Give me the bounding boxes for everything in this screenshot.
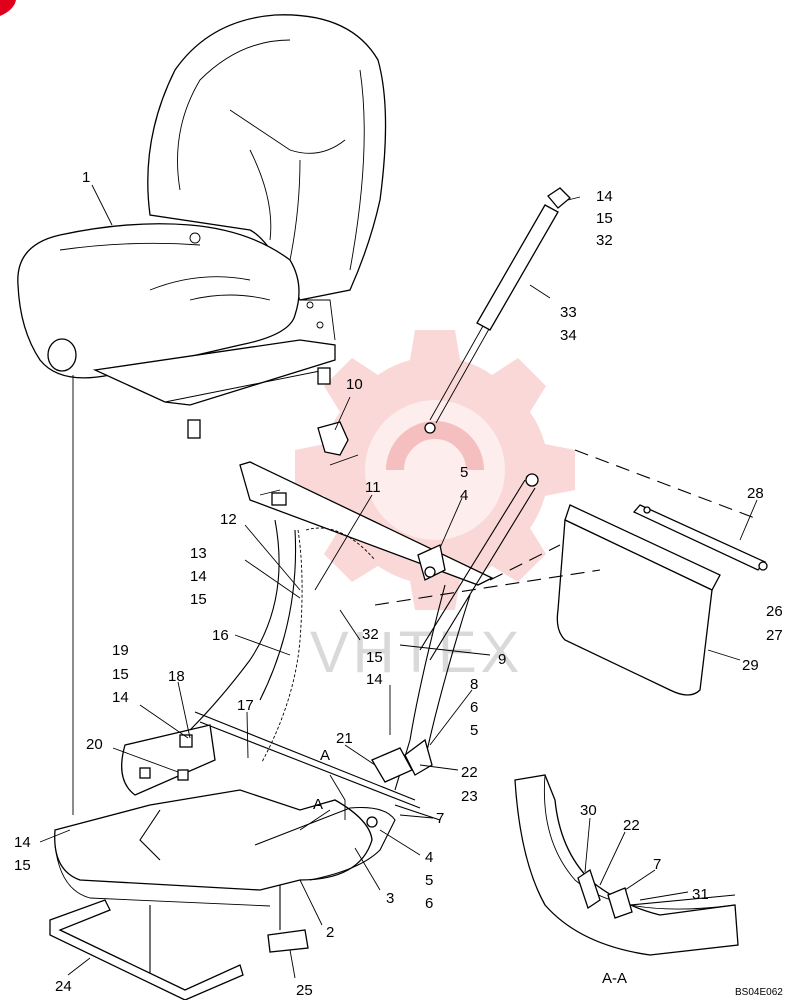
- seat-frame: [49, 461, 539, 1000]
- callout-11: 11: [365, 479, 381, 496]
- callout-14: 14: [190, 568, 207, 585]
- callout-32: 32: [362, 626, 379, 643]
- callout-29: 29: [742, 657, 759, 674]
- callout-19: 19: [112, 642, 129, 659]
- callout-4: 4: [425, 849, 433, 866]
- callout-26: 26: [766, 603, 783, 620]
- callout-13: 13: [190, 545, 207, 562]
- leader-lines: [39, 184, 758, 979]
- callout-32: 32: [596, 232, 613, 249]
- callout-3: 3: [386, 890, 394, 907]
- callout-labels: 1 14 15 32 33 34 10 5 4 11 12 13 14 15 1…: [14, 169, 783, 999]
- callout-5: 5: [470, 722, 478, 739]
- callout-15: 15: [190, 591, 207, 608]
- callout-30: 30: [580, 802, 597, 819]
- callout-14: 14: [596, 188, 613, 205]
- callout-16: 16: [212, 627, 229, 644]
- callout-24: 24: [55, 978, 72, 995]
- callout-5: 5: [425, 872, 433, 889]
- callout-9: 9: [498, 651, 506, 668]
- callout-7: 7: [436, 810, 444, 827]
- bracket-10: [317, 421, 349, 456]
- section-label: A-A: [602, 970, 627, 987]
- callout-4: 4: [460, 487, 468, 504]
- storage-pouch: [556, 504, 768, 696]
- callout-22: 22: [461, 764, 478, 781]
- callout-2: 2: [326, 924, 334, 941]
- callout-22: 22: [623, 817, 640, 834]
- callout-28: 28: [747, 485, 764, 502]
- callout-15: 15: [112, 666, 129, 683]
- callout-14: 14: [14, 834, 31, 851]
- callout-15: 15: [14, 857, 31, 874]
- callout-a: A: [320, 747, 330, 764]
- callout-6: 6: [470, 699, 478, 716]
- callout-5: 5: [460, 464, 468, 481]
- watermark-text: VHTEX: [310, 620, 523, 685]
- callout-12: 12: [220, 511, 237, 528]
- callout-27: 27: [766, 627, 783, 644]
- callout-18: 18: [168, 668, 185, 685]
- corner-mark: [0, 0, 16, 16]
- drawing-code: BS04E062: [735, 987, 783, 998]
- callout-a: A: [313, 796, 323, 813]
- callout-21: 21: [336, 730, 353, 747]
- callout-20: 20: [86, 736, 103, 753]
- callout-1: 1: [82, 169, 90, 186]
- section-detail-a-a: [514, 774, 739, 956]
- gas-strut: [424, 187, 571, 434]
- callout-14: 14: [112, 689, 129, 706]
- callout-8: 8: [470, 676, 478, 693]
- callout-15: 15: [596, 210, 613, 227]
- callout-6: 6: [425, 895, 433, 912]
- callout-23: 23: [461, 788, 478, 805]
- callout-31: 31: [692, 886, 709, 903]
- callout-34: 34: [560, 327, 577, 344]
- callout-33: 33: [560, 304, 577, 321]
- callout-15: 15: [366, 649, 383, 666]
- callout-10: 10: [346, 376, 363, 393]
- callout-17: 17: [237, 697, 254, 714]
- callout-7: 7: [653, 856, 661, 873]
- callout-25: 25: [296, 982, 313, 999]
- callout-14: 14: [366, 671, 383, 688]
- seat-assembly: [17, 14, 387, 439]
